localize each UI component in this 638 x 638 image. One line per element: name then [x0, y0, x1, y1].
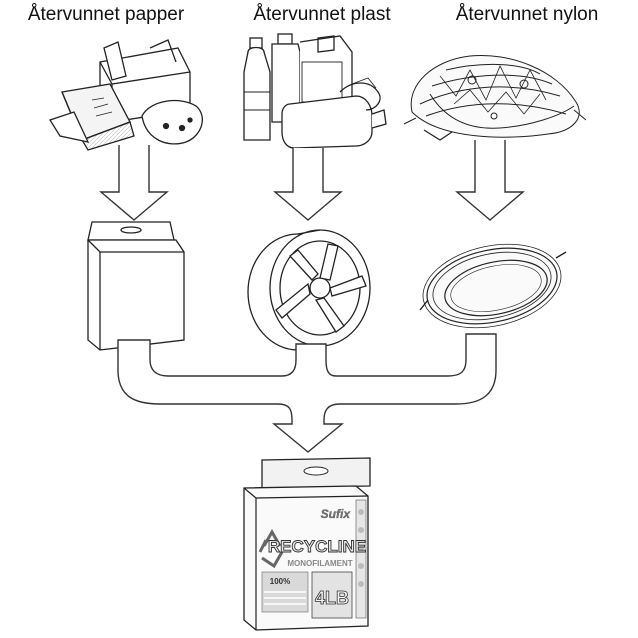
box-brand-logo: Sufix	[321, 507, 352, 521]
plastic-spool-illustration	[247, 229, 371, 351]
box-strength-label: 4LB	[315, 588, 349, 608]
cardboard-box-illustration	[87, 221, 185, 351]
arrow-nylon-down	[455, 140, 525, 221]
arrow-paper-down	[99, 145, 169, 221]
title-recycled-paper: Återvunnet papper	[27, 4, 185, 25]
paper-waste-illustration	[49, 39, 203, 151]
merge-arrow	[117, 333, 497, 453]
title-recycled-nylon: Återvunnet nylon	[455, 4, 599, 25]
arrow-plastic-down	[273, 148, 343, 221]
recycle-icon	[258, 528, 284, 569]
recycline-box-illustration: Sufix RECYCLINE MONOFILAMENT 100% 4LB	[243, 457, 371, 631]
line-coil-illustration	[419, 243, 567, 329]
title-recycled-plastic: Återvunnet plast	[253, 4, 391, 25]
box-product-subtitle: MONOFILAMENT	[287, 559, 352, 568]
box-product-name: RECYCLINE	[268, 537, 366, 556]
box-percent-label: 100%	[270, 577, 290, 586]
nylon-waste-illustration	[403, 54, 587, 141]
plastic-waste-illustration	[243, 33, 387, 149]
